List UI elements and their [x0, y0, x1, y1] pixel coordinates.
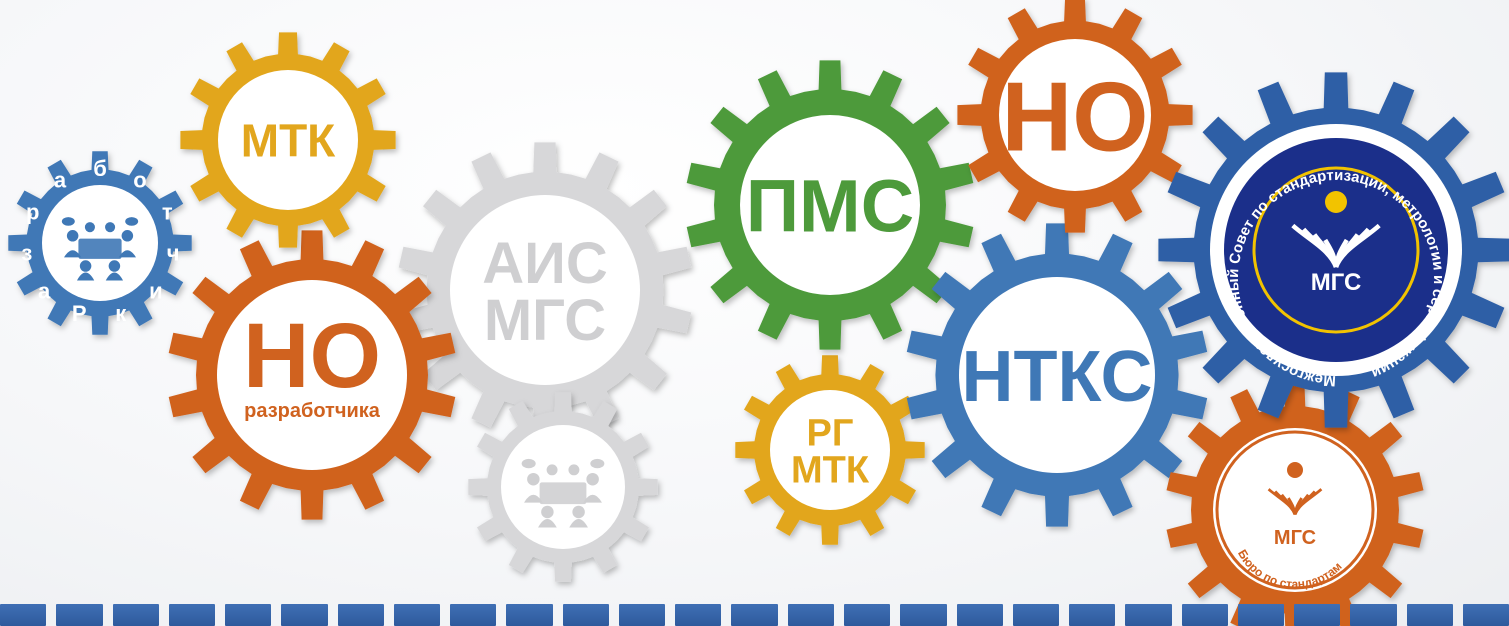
footer-dash [1350, 604, 1397, 626]
buro-dot [1287, 462, 1303, 478]
ring-letter: б [93, 156, 107, 181]
mgs-dot [1325, 191, 1347, 213]
footer-dash [900, 604, 947, 626]
gear-hole [218, 70, 358, 210]
footer-dash [843, 604, 891, 626]
gear-label: МГС [1274, 527, 1316, 549]
footer-dash [393, 604, 441, 626]
footer-dash [675, 604, 722, 626]
gear-meeting-grey [468, 392, 658, 582]
ring-letter: о [133, 168, 146, 193]
gear-hole [770, 390, 890, 510]
ring-letter: р [26, 199, 39, 224]
footer-dash [0, 604, 47, 626]
footer-dash [956, 604, 1003, 626]
gear-label: НТКС [962, 337, 1153, 417]
footer-dash [1294, 604, 1341, 626]
gear-label: МГС [1311, 269, 1362, 296]
footer-dash [1237, 604, 1285, 626]
footer-dash [168, 604, 216, 626]
footer-dash [1181, 604, 1228, 626]
footer-dash-bar [0, 604, 1509, 626]
ring-letter: а [38, 279, 51, 304]
footer-dash [1406, 604, 1453, 626]
gear-label: РГ [807, 412, 854, 454]
gear-pms: ПМС [686, 60, 974, 350]
footer-dash [112, 604, 159, 626]
gear-hole [740, 115, 920, 295]
ring-letter: Р [72, 301, 87, 326]
gear-label: АИС [482, 231, 607, 296]
mgs-seal [1224, 138, 1448, 362]
gear-ntks: НТКС [906, 223, 1208, 527]
footer-dash [225, 604, 272, 626]
footer-dash [1069, 604, 1116, 626]
footer-dash [450, 604, 497, 626]
gear-label: МТК [241, 115, 336, 167]
footer-dash [1125, 604, 1172, 626]
footer-dash [1012, 604, 1060, 626]
gear-mgs: Межгосударственный Совет по стандартизац… [1158, 72, 1509, 428]
gear-hole [999, 39, 1151, 191]
gear-label: НО [1002, 61, 1149, 171]
gear-label-2: МГС [484, 288, 606, 353]
ring-letter: а [54, 168, 67, 193]
gear-label: НО [243, 305, 381, 407]
ring-letter: т [162, 199, 173, 224]
footer-dash [337, 604, 384, 626]
gear-label-2: МТК [791, 450, 870, 492]
ring-letter: и [149, 279, 163, 304]
footer-dash [1462, 604, 1509, 626]
footer-dash [731, 604, 778, 626]
footer-dash [787, 604, 834, 626]
ring-letter: ч [167, 241, 180, 266]
footer-dash [618, 604, 666, 626]
footer-dash [562, 604, 609, 626]
ring-letter: к [115, 301, 127, 326]
ring-letter: з [21, 241, 32, 266]
footer-dash [56, 604, 103, 626]
footer-dash [281, 604, 328, 626]
gear-hole [217, 280, 407, 470]
gear-hole [959, 277, 1155, 473]
gear-no: НО [957, 0, 1193, 233]
gear-label: ПМС [746, 165, 914, 248]
gear-mtk: МТК [180, 32, 396, 248]
footer-dash [506, 604, 553, 626]
mgs-seal-ring [1252, 166, 1420, 334]
gear-hole [450, 195, 640, 385]
gear-sublabel: разработчика [244, 400, 381, 422]
buro-seal-ring [1215, 430, 1375, 590]
